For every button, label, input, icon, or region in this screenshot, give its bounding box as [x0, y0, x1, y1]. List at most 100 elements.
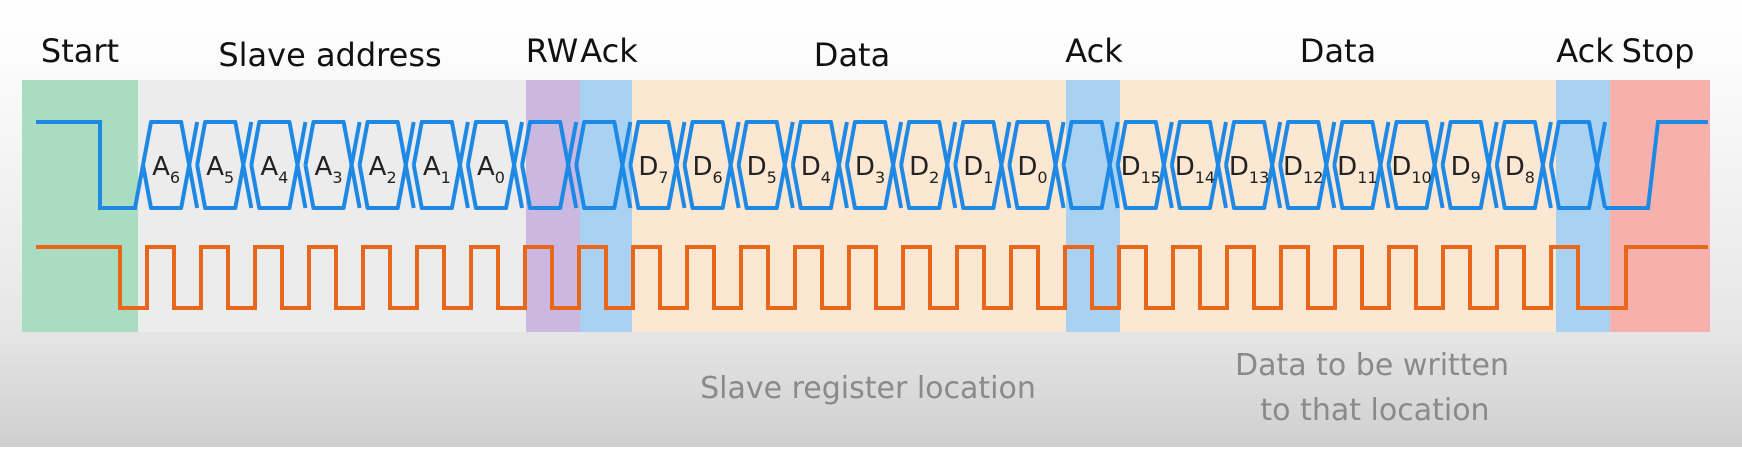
- sda-bit-cell: [1386, 120, 1445, 210]
- bit-label-base: D: [1017, 152, 1037, 182]
- sda-bit-cell: [844, 120, 904, 210]
- bit-label-base: A: [152, 152, 170, 182]
- bit-label-subscript: 1: [983, 168, 993, 187]
- sda-bit-cell: [736, 120, 795, 210]
- sda-bit-cell: [682, 120, 741, 210]
- bit-label-base: D: [692, 152, 712, 182]
- data2-label: Data: [1300, 32, 1376, 70]
- sda-bit-cell: [249, 120, 308, 210]
- bit-label: D6: [692, 152, 722, 187]
- bit-label-base: D: [747, 152, 767, 182]
- sda-bit-cell: [411, 120, 470, 210]
- bit-label-subscript: 8: [1525, 168, 1535, 187]
- bit-label: D5: [747, 152, 777, 187]
- bit-label: D7: [638, 152, 668, 187]
- bit-label-base: D: [855, 152, 875, 182]
- bit-label-subscript: 0: [495, 168, 505, 187]
- sda-bit-cell: [790, 120, 849, 210]
- bit-label-base: D: [1451, 152, 1471, 182]
- bit-label: D2: [909, 152, 939, 187]
- bit-label-subscript: 2: [386, 168, 396, 187]
- sda-bit-cell: [1115, 120, 1174, 210]
- bit-label-base: A: [315, 152, 333, 182]
- sda-bit-cell: [1224, 120, 1283, 210]
- sda-start-condition: [36, 120, 145, 210]
- bit-label-base: D: [1391, 152, 1411, 182]
- start-label: Start: [41, 32, 119, 70]
- bit-label-subscript: 10: [1411, 168, 1431, 187]
- bit-label-base: A: [477, 152, 495, 182]
- bit-label-subscript: 3: [875, 168, 885, 187]
- bit-label: D3: [855, 152, 885, 187]
- bit-label-base: A: [260, 152, 278, 182]
- bit-label-subscript: 3: [332, 168, 342, 187]
- bit-label: A4: [260, 152, 288, 187]
- bit-label: D12: [1283, 152, 1323, 187]
- bit-label-base: D: [963, 152, 983, 182]
- sda-bit-cell: [899, 120, 958, 210]
- stop-label: Stop: [1622, 32, 1695, 70]
- bit-label-subscript: 4: [278, 168, 288, 187]
- sda-bit-cell: [1494, 120, 1553, 210]
- bit-label-subscript: 12: [1303, 168, 1323, 187]
- bit-label: D8: [1505, 152, 1535, 187]
- bit-label: A5: [206, 152, 234, 187]
- sda-bit-cell: [1440, 120, 1499, 210]
- phase-headers: Start Slave address RW Ack Data Ack Data…: [41, 32, 1694, 74]
- sda-bit-cell: [1061, 120, 1120, 210]
- sda-bit-cell: [1548, 120, 1608, 210]
- bit-label: A1: [423, 152, 451, 187]
- data-note-line2: to that location: [1260, 393, 1489, 428]
- bit-label-base: D: [1121, 152, 1141, 182]
- data1-label: Data: [814, 36, 890, 74]
- bit-label: D14: [1175, 152, 1215, 187]
- sda-bit-cell: [953, 120, 1012, 210]
- sda-bit-cell: [1169, 120, 1228, 210]
- bit-label-subscript: 6: [712, 168, 722, 187]
- sda-bit-cell: [628, 120, 687, 210]
- bit-label: A0: [477, 152, 505, 187]
- bit-label-subscript: 0: [1037, 168, 1047, 187]
- bit-label: A3: [315, 152, 343, 187]
- bit-label-base: D: [1505, 152, 1525, 182]
- sda-bit-cell: [1007, 120, 1066, 210]
- bit-label-base: D: [1229, 152, 1249, 182]
- sda-stop-condition: [1605, 120, 1708, 210]
- bit-label-subscript: 5: [767, 168, 777, 187]
- bit-label: D1: [963, 152, 993, 187]
- bit-label: D13: [1229, 152, 1269, 187]
- scl-signal: [36, 245, 1708, 310]
- bit-label-base: D: [638, 152, 658, 182]
- bit-label-subscript: 14: [1195, 168, 1215, 187]
- bit-label: D10: [1391, 152, 1431, 187]
- bit-label-subscript: 9: [1471, 168, 1481, 187]
- bit-label-base: D: [801, 152, 821, 182]
- bit-label: D9: [1451, 152, 1481, 187]
- sda-bit-cell: [141, 120, 200, 210]
- bit-label: A6: [152, 152, 180, 187]
- bit-label-base: A: [206, 152, 224, 182]
- bit-label: D15: [1121, 152, 1161, 187]
- bit-label: D0: [1017, 152, 1047, 187]
- ack2-label: Ack: [1065, 32, 1123, 70]
- slave-address-label: Slave address: [218, 36, 441, 74]
- data-note-line1: Data to be written: [1235, 348, 1509, 383]
- bit-label-subscript: 6: [170, 168, 180, 187]
- bit-label-subscript: 15: [1141, 168, 1161, 187]
- bit-label-subscript: 5: [224, 168, 234, 187]
- bit-label-base: D: [1175, 152, 1195, 182]
- sda-bit-cell: [195, 120, 254, 210]
- bit-label-base: D: [909, 152, 929, 182]
- rw-label: RW: [526, 32, 579, 70]
- sda-bit-cell: [1278, 120, 1337, 210]
- bit-label-subscript: 13: [1249, 168, 1269, 187]
- bit-label-subscript: 11: [1357, 168, 1377, 187]
- bit-label-base: D: [1337, 152, 1357, 182]
- sda-bit-cell: [303, 120, 362, 210]
- bit-label: A2: [369, 152, 397, 187]
- register-note: Slave register location: [700, 371, 1036, 406]
- scl-clock-waveform: [36, 245, 1708, 310]
- bit-label-subscript: 2: [929, 168, 939, 187]
